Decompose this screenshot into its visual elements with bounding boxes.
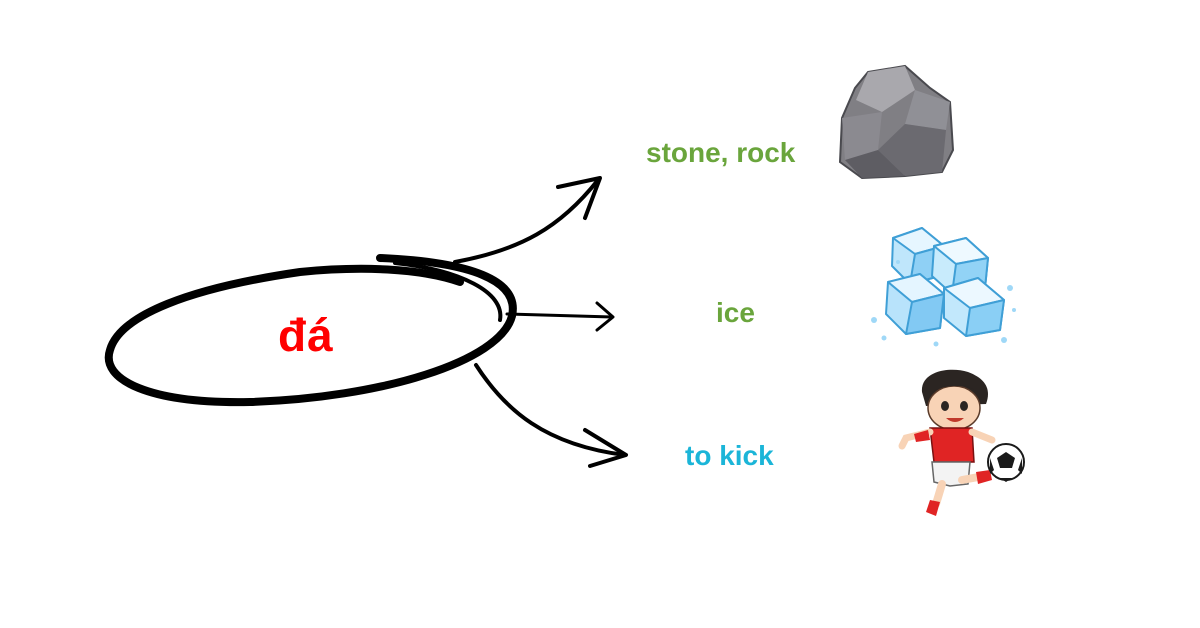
kicking-boy-icon xyxy=(898,369,1025,516)
main-word: đá xyxy=(278,309,334,361)
word-ellipse xyxy=(104,254,517,407)
ice-cubes-icon xyxy=(871,227,1016,347)
rock-icon xyxy=(838,64,955,180)
meaning-ice: ice xyxy=(716,297,755,328)
arrow-to-kick xyxy=(474,363,628,468)
arrow-to-ice xyxy=(505,301,615,332)
arrow-to-stone xyxy=(453,176,602,264)
meaning-stone-rock: stone, rock xyxy=(646,137,796,168)
meaning-to-kick: to kick xyxy=(685,440,774,471)
